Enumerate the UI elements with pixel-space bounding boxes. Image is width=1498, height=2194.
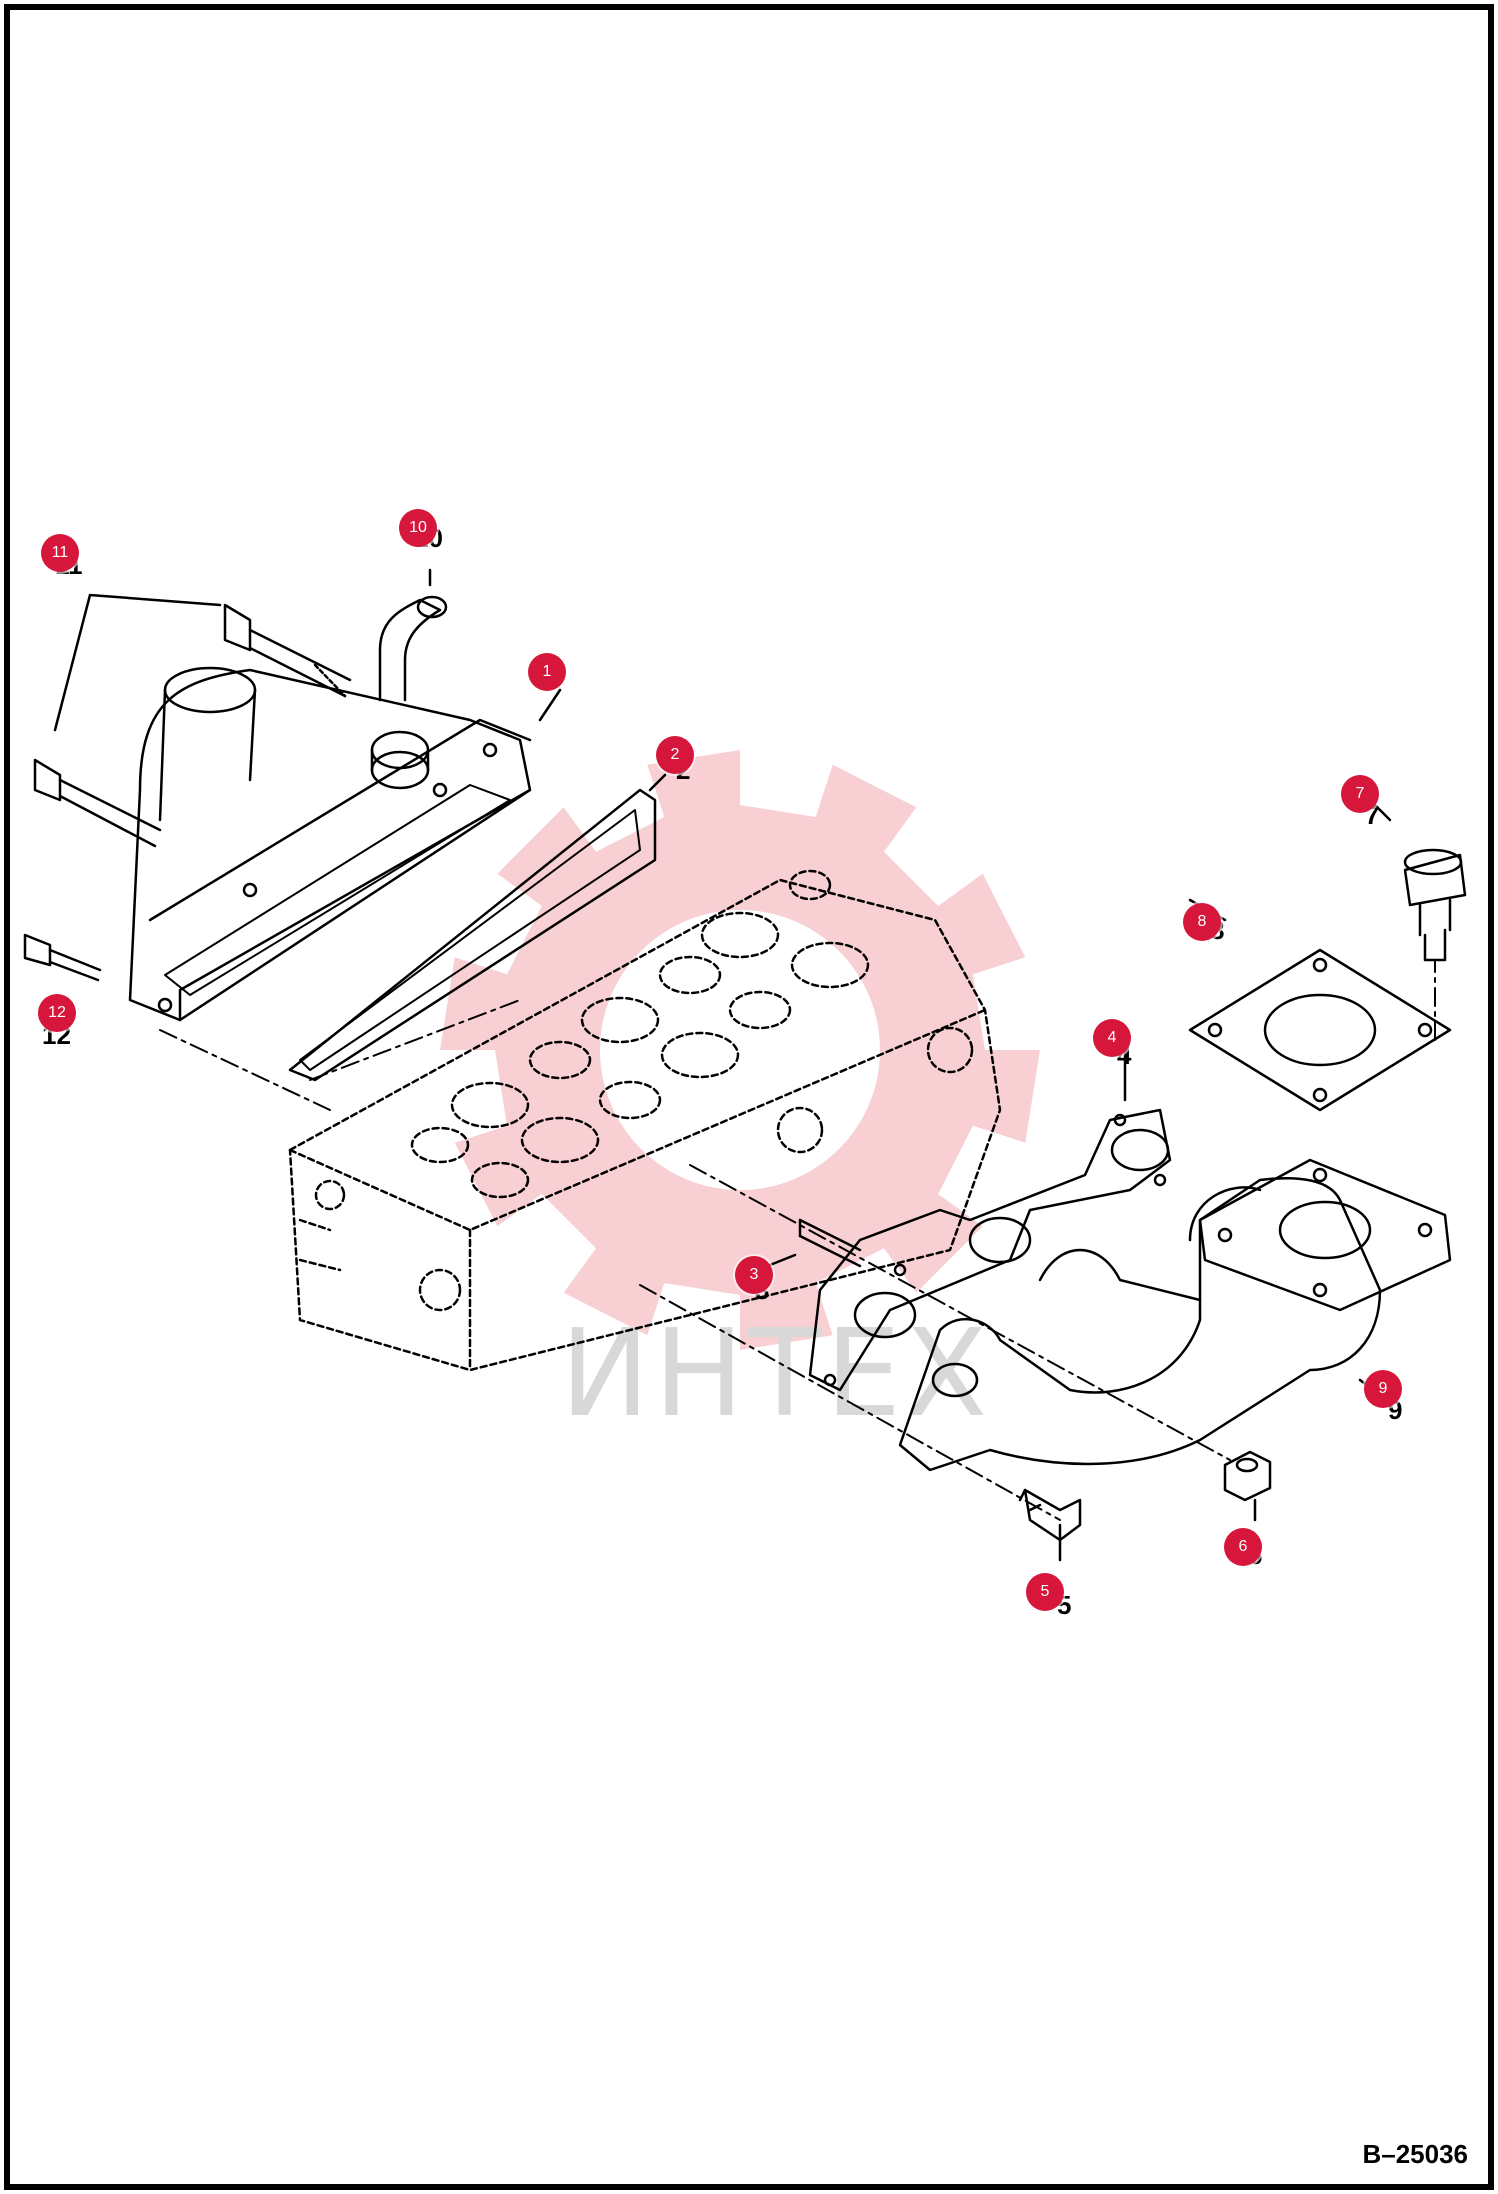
exhaust-gasket-drawing <box>808 1108 1172 1392</box>
callout-8[interactable]: 8 <box>1183 903 1221 941</box>
leader-lines <box>48 568 1392 1562</box>
callout-7[interactable]: 7 <box>1341 775 1379 813</box>
diagram-frame <box>4 4 1494 2190</box>
callout-3[interactable]: 3 <box>735 1256 773 1294</box>
callout-5[interactable]: 5 <box>1026 1573 1064 1611</box>
flange-gasket-drawing <box>1188 948 1452 1112</box>
callout-2[interactable]: 2 <box>656 736 694 774</box>
intake-gasket-drawing <box>288 788 657 1082</box>
exhaust-manifold-drawing <box>898 1176 1382 1472</box>
nut-6-drawing <box>1223 1450 1272 1502</box>
callout-9[interactable]: 9 <box>1364 1370 1402 1408</box>
bolts-11-drawing <box>33 603 352 848</box>
stud-drawing <box>798 1218 862 1268</box>
cylinder-head <box>288 869 1002 1372</box>
bolt-12-drawing <box>23 933 102 982</box>
callout-11[interactable]: 11 <box>41 534 79 572</box>
callout-6[interactable]: 6 <box>1224 1528 1262 1566</box>
breather-pipe-drawing <box>370 595 448 790</box>
plug-drawing <box>1403 848 1467 962</box>
outlet-flange-drawing <box>1198 1158 1452 1312</box>
callout-10[interactable]: 10 <box>399 509 437 547</box>
figure-code: B–25036 <box>1362 2139 1468 2169</box>
alignment-lines <box>159 959 1436 1521</box>
callout-4[interactable]: 4 <box>1093 1019 1131 1057</box>
gear-hole <box>600 910 880 1190</box>
callout-1[interactable]: 1 <box>528 653 566 691</box>
watermark-text: ИНТЕХ <box>560 1305 992 1444</box>
intake-manifold <box>128 666 532 1022</box>
bolt-5-drawing <box>1018 1488 1082 1542</box>
callout-12[interactable]: 12 <box>38 994 76 1032</box>
